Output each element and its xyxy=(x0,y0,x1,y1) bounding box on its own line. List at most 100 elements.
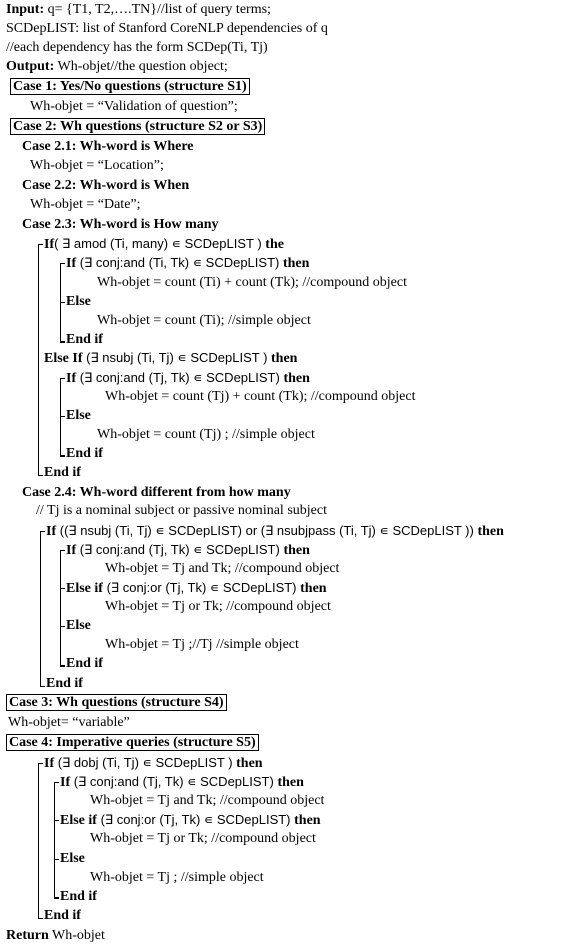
keyword: End if xyxy=(46,676,83,691)
algorithm-line: Wh-objet = “Date”; xyxy=(30,197,141,213)
algorithm-line: Wh-objet = count (Tj) ; //simple object xyxy=(97,427,315,443)
keyword: then xyxy=(283,371,310,386)
algorithm-line: Wh-objet = Tj ; //simple object xyxy=(90,870,264,886)
line-text: Wh-objet = Tj and Tk; //compound object xyxy=(105,561,340,576)
line-text: Wh-objet = “Date”; xyxy=(30,197,141,212)
line-text: (∃ conj:and (Ti, Tk) ∊ SCDepLIST) xyxy=(76,255,283,270)
algorithm-line: Case 2.1: Wh-word is Where xyxy=(22,139,194,155)
case-heading: Case 1: Yes/No questions (structure S1) xyxy=(10,78,250,95)
line-text: Wh-objet = Tj or Tk; //compound object xyxy=(90,831,316,846)
block-bracket xyxy=(60,302,65,342)
algorithm-line: If( ∃ amod (Ti, many) ∊ SCDepLIST ) the xyxy=(44,236,284,253)
algorithm-line: Else If (∃ nsubj (Ti, Tj) ∊ SCDepLIST ) … xyxy=(44,350,297,367)
keyword: Else xyxy=(66,618,91,633)
keyword: Case 2.3: Wh-word is How many xyxy=(22,217,219,232)
line-text: Wh-objet = “Location”; xyxy=(30,158,164,173)
keyword: If xyxy=(66,371,77,386)
keyword: End if xyxy=(66,656,103,671)
keyword: then xyxy=(236,756,263,771)
algorithm-line: Wh-objet = Tj and Tk; //compound object xyxy=(90,793,324,809)
keyword: If xyxy=(44,237,55,252)
algorithm-line: End if xyxy=(46,676,83,692)
keyword: Case 3: Wh questions (structure S4) xyxy=(9,695,224,710)
algorithm-line: Case 2.3: Wh-word is How many xyxy=(22,217,219,233)
keyword: End if xyxy=(60,889,97,904)
line-text: Wh-objet = count (Tj) ; //simple object xyxy=(97,427,315,442)
keyword: If xyxy=(46,524,57,539)
line-text: //each dependency has the form SCDep(Ti,… xyxy=(6,40,268,55)
algorithm-line: Output: Wh-objet//the question object; xyxy=(6,59,228,75)
line-text: // Tj is a nominal subject or passive no… xyxy=(36,503,327,518)
algorithm-line: End if xyxy=(60,889,97,905)
algorithm-line: Wh-objet = Tj and Tk; //compound object xyxy=(105,561,339,577)
keyword: Case 1: Yes/No questions (structure S1) xyxy=(13,79,247,94)
algorithm-line: Case 2.4: Wh-word different from how man… xyxy=(22,485,291,501)
line-text: Wh-objet= “variable” xyxy=(8,715,130,730)
algorithm-line: Case 2.2: Wh-word is When xyxy=(22,178,189,194)
algorithm-line: // Tj is a nominal subject or passive no… xyxy=(36,503,327,519)
line-text: (∃ conj:and (Tj, Tk) ∊ SCDepLIST) xyxy=(70,774,278,789)
block-bracket xyxy=(38,763,43,919)
line-text: ((∃ nsubj (Ti, Tj) ∊ SCDepLIST) or (∃ ns… xyxy=(56,523,478,538)
keyword: Case 2.4: Wh-word different from how man… xyxy=(22,485,291,500)
case-heading: Case 2: Wh questions (structure S2 or S3… xyxy=(10,118,266,135)
keyword: If xyxy=(66,256,77,271)
keyword: Output: xyxy=(6,59,55,74)
algorithm-line: Wh-objet = “Validation of question”; xyxy=(30,99,238,115)
algorithm-line: Wh-objet = “Location”; xyxy=(30,158,164,174)
algorithm-line: Wh-objet = count (Ti); //simple object xyxy=(97,313,311,329)
keyword: Else xyxy=(60,851,85,866)
line-text: (∃ conj:and (Tj, Tk) ∊ SCDepLIST) xyxy=(76,542,284,557)
keyword: Case 2.2: Wh-word is When xyxy=(22,178,190,193)
keyword: Input: xyxy=(6,2,45,17)
keyword: Else xyxy=(66,408,91,423)
algorithm-line: If ((∃ nsubj (Ti, Tj) ∊ SCDepLIST) or (∃… xyxy=(46,523,504,540)
block-bracket xyxy=(60,416,65,456)
algorithm-line: Else if (∃ conj:or (Tj, Tk) ∊ SCDepLIST)… xyxy=(66,580,327,597)
algorithm-line: Else xyxy=(60,851,85,867)
line-text: Wh-objet xyxy=(48,928,105,943)
keyword: then xyxy=(271,351,298,366)
keyword: Else If xyxy=(44,351,83,366)
keyword: End if xyxy=(66,446,103,461)
keyword: Else xyxy=(66,294,91,309)
algorithm-line: End if xyxy=(66,446,103,462)
case-heading: Case 4: Imperative queries (structure S5… xyxy=(6,734,259,751)
line-text: q= {T1, T2,….TN}//list of query terms; xyxy=(44,2,271,17)
keyword: the xyxy=(265,237,284,252)
keyword: Return xyxy=(6,928,49,943)
algorithm-line: Wh-objet = count (Ti) + count (Tk); //co… xyxy=(97,275,407,291)
algorithm-line: Else if (∃ conj:or (Tj, Tk) ∊ SCDepLIST)… xyxy=(60,812,321,829)
block-bracket xyxy=(54,859,59,899)
keyword: Case 4: Imperative queries (structure S5… xyxy=(9,735,256,750)
line-text: SCDepLIST: list of Stanford CoreNLP depe… xyxy=(6,21,328,36)
algorithm-line: If (∃ conj:and (Tj, Tk) ∊ SCDepLIST) the… xyxy=(66,370,310,387)
line-text: ( ∃ amod (Ti, many) ∊ SCDepLIST ) xyxy=(54,236,266,251)
keyword: End if xyxy=(66,332,103,347)
algorithm-line: Wh-objet = Tj ;//Tj //simple object xyxy=(105,637,299,653)
line-text: (∃ conj:and (Tj, Tk) ∊ SCDepLIST) xyxy=(76,370,284,385)
algorithm-line: End if xyxy=(44,908,81,924)
keyword: then xyxy=(477,524,504,539)
keyword: Case 2: Wh questions (structure S2 or S3… xyxy=(13,119,263,134)
line-text: Wh-objet = count (Ti); //simple object xyxy=(97,313,311,328)
keyword: End if xyxy=(44,465,81,480)
line-text: (∃ nsubj (Ti, Tj) ∊ SCDepLIST ) xyxy=(82,350,272,365)
algorithm-line: Wh-objet = Tj or Tk; //compound object xyxy=(105,599,331,615)
keyword: Else if xyxy=(60,813,97,828)
algorithm-line: End if xyxy=(66,656,103,672)
keyword: then xyxy=(277,775,304,790)
keyword: If xyxy=(44,756,55,771)
keyword: If xyxy=(60,775,71,790)
line-text: Wh-objet = Tj ; //simple object xyxy=(90,870,264,885)
line-text: (∃ conj:or (Tj, Tk) ∊ SCDepLIST) xyxy=(102,580,301,595)
algorithm-line: If (∃ conj:and (Tj, Tk) ∊ SCDepLIST) the… xyxy=(60,774,304,791)
case-heading: Case 3: Wh questions (structure S4) xyxy=(6,694,227,711)
line-text: (∃ conj:or (Tj, Tk) ∊ SCDepLIST) xyxy=(96,812,295,827)
block-bracket xyxy=(38,244,43,476)
algorithm-line: Wh-objet= “variable” xyxy=(8,715,130,731)
line-text: Wh-objet = Tj or Tk; //compound object xyxy=(105,599,331,614)
algorithm-line: Else xyxy=(66,408,91,424)
keyword: then xyxy=(300,581,327,596)
